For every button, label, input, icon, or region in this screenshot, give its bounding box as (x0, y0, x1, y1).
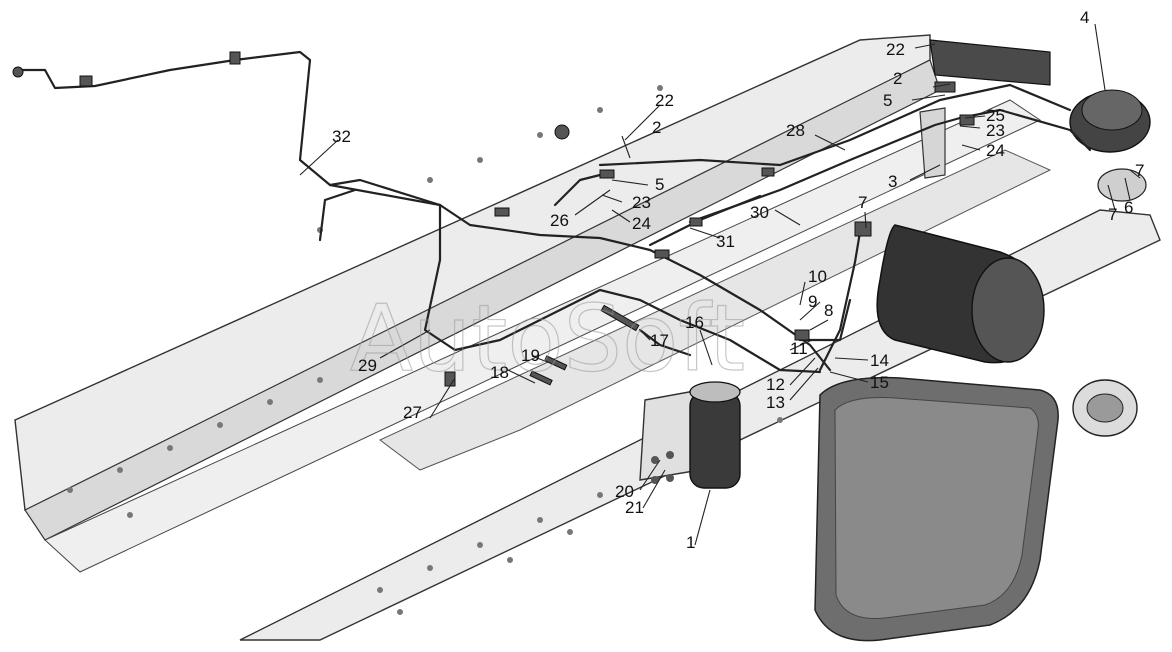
callout-3: 3 (888, 172, 897, 191)
callout-14: 14 (870, 351, 889, 370)
fuel-tank-cap (1072, 379, 1138, 437)
callout-5: 5 (655, 175, 664, 194)
callout-13: 13 (766, 393, 785, 412)
callout-31: 31 (716, 232, 735, 251)
air-receiver-4 (1069, 89, 1151, 202)
callout-17: 17 (650, 331, 669, 350)
callout-5-upper: 5 (883, 91, 892, 110)
mounting-bracket-22 (919, 39, 1051, 179)
callout-32: 32 (332, 127, 351, 146)
callout-25: 25 (986, 106, 1005, 125)
callout-2: 2 (652, 118, 661, 137)
callout-9: 9 (808, 292, 817, 311)
air-pipelines (18, 50, 1092, 374)
callout-2-upper: 2 (893, 69, 902, 88)
callout-6: 6 (1124, 198, 1133, 217)
callout-26: 26 (550, 211, 569, 230)
callout-15: 15 (870, 373, 889, 392)
fuel-tank (814, 376, 1059, 642)
callout-4: 4 (1080, 8, 1089, 27)
air-receiver-large (876, 224, 1045, 364)
callout-7-bracket: 7 (858, 193, 867, 212)
callout-8: 8 (824, 301, 833, 320)
callout-29: 29 (358, 356, 377, 375)
autosoft-watermark: AutoSoft (350, 285, 745, 392)
callout-16: 16 (685, 313, 704, 332)
callout-24: 24 (632, 214, 651, 233)
callout-23: 23 (632, 193, 651, 212)
callout-22-upper: 22 (886, 40, 905, 59)
callout-19: 19 (521, 346, 540, 365)
callout-10: 10 (808, 267, 827, 286)
callout-20: 20 (615, 482, 634, 501)
callout-27: 27 (403, 403, 422, 422)
callout-30: 30 (750, 203, 769, 222)
callout-labels: 1 2 2 3 4 5 5 6 7 7 7 8 9 10 11 12 13 14… (332, 8, 1144, 552)
pipe-fittings (12, 51, 975, 387)
callout-22: 22 (655, 91, 674, 110)
callout-7-lower: 7 (1108, 205, 1117, 224)
callout-1: 1 (686, 533, 695, 552)
callout-21: 21 (625, 498, 644, 517)
callout-11: 11 (790, 339, 808, 358)
moisture-separator-1 (639, 381, 741, 489)
frame-left-rail (14, 34, 1042, 573)
callout-12: 12 (766, 375, 785, 394)
callout-24-upper: 24 (986, 141, 1005, 160)
callout-28: 28 (786, 121, 805, 140)
callout-23-upper: 23 (986, 121, 1005, 140)
callout-7-tank: 7 (1135, 161, 1144, 180)
callout-18: 18 (490, 363, 509, 382)
leader-lines (299, 23, 1141, 546)
